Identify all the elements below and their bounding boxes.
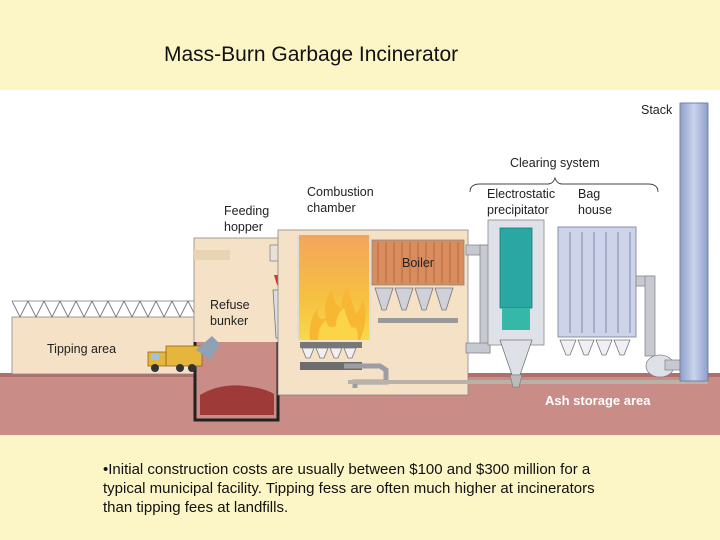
ash-storage-label: Ash storage area — [545, 393, 651, 408]
bag-house-label-1: Bag — [578, 187, 600, 201]
clearing-system-label: Clearing system — [510, 156, 600, 170]
electrostatic-precipitator — [487, 219, 545, 388]
feeding-hopper-label-1: Feeding — [224, 204, 269, 218]
combustion-label-2: chamber — [307, 201, 356, 215]
electrostatic-label-1: Electrostatic — [487, 187, 555, 201]
tipping-area-label: Tipping area — [47, 342, 116, 356]
stack-label: Stack — [641, 103, 673, 117]
refuse-pit — [193, 342, 280, 422]
boiler-label: Boiler — [402, 256, 434, 270]
grate — [300, 342, 362, 370]
combustion-label-1: Combustion — [307, 185, 374, 199]
garbage-truck — [147, 336, 220, 372]
refuse-bunker-label-1: Refuse — [210, 298, 250, 312]
stack — [679, 102, 709, 382]
stack-duct — [635, 275, 684, 378]
slide-title: Mass-Burn Garbage Incinerator — [164, 43, 459, 66]
refuse-bunker-label-2: bunker — [210, 314, 248, 328]
combustion-building — [277, 229, 469, 396]
bag-house-label-2: house — [578, 203, 612, 217]
feeding-hopper-label-2: hopper — [224, 220, 263, 234]
electrostatic-label-2: precipitator — [487, 203, 549, 217]
notes-text: •Initial construction costs are usually … — [103, 461, 595, 516]
bag-house — [557, 226, 637, 356]
flames — [309, 288, 366, 340]
incinerator-diagram: Stack Clearing system Electrostatic prec… — [0, 90, 720, 435]
